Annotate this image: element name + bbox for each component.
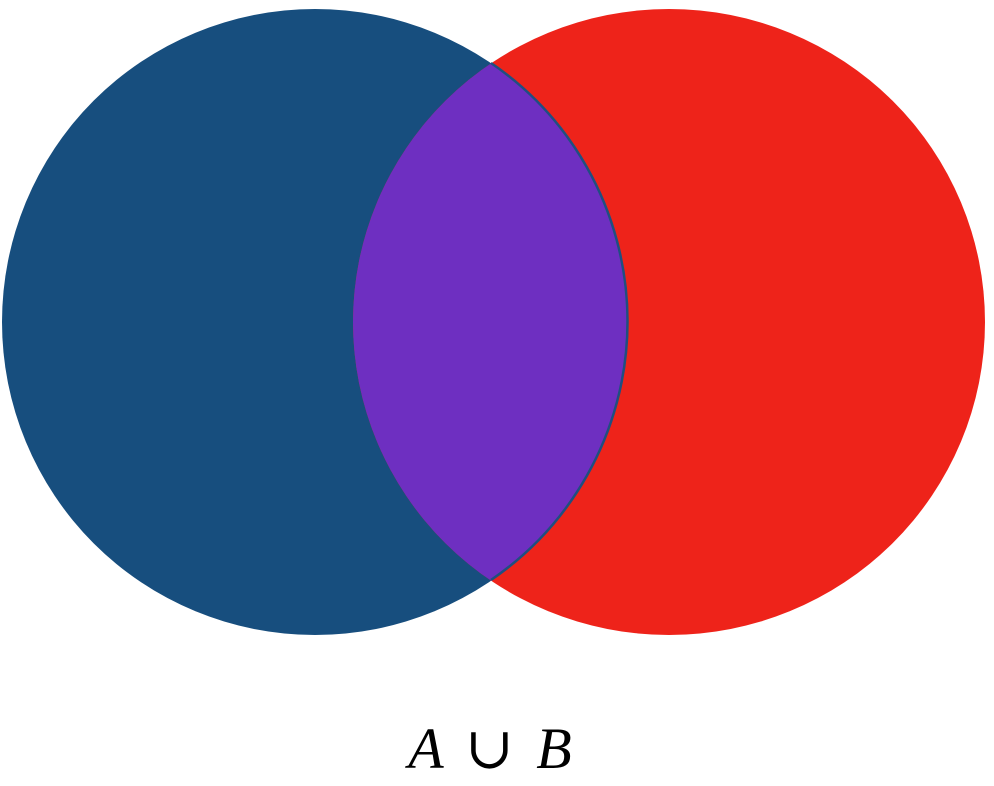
intersection-outline: [490, 61, 629, 582]
union-caption: A ∪ B: [404, 716, 571, 781]
intersection-region: [353, 9, 628, 635]
set-a-label: A: [404, 716, 444, 781]
union-operator: ∪: [465, 716, 514, 781]
set-b-label: B: [536, 716, 571, 781]
